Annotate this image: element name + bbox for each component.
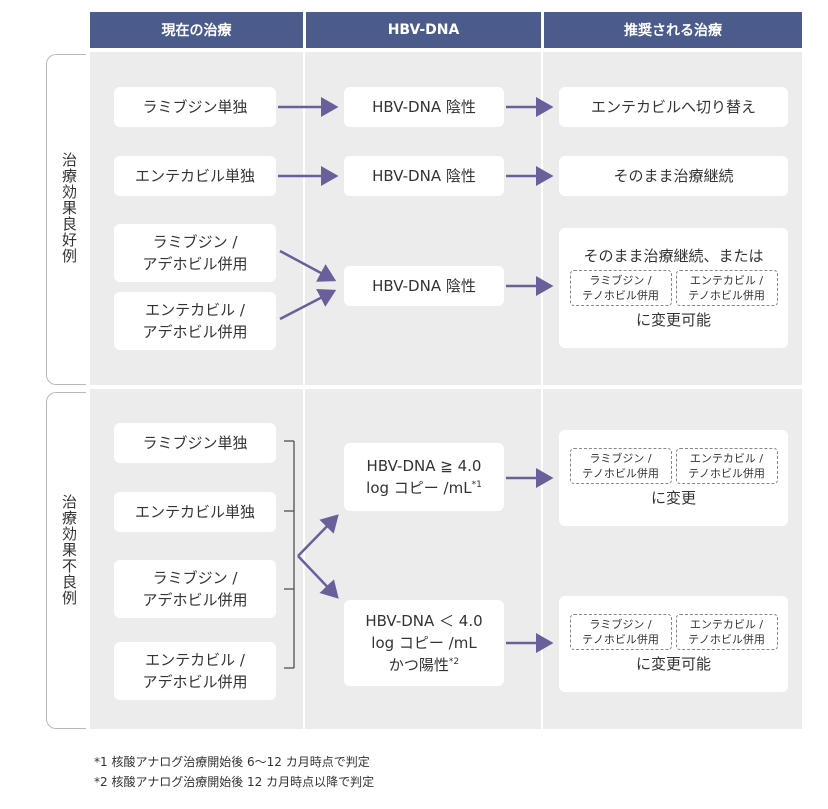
option-lamivudine-tenofovir: ラミブジン /テノホビル併用	[569, 447, 672, 484]
current-entecavir-adefovir: エンテカビル /アデホビル併用	[114, 642, 276, 700]
footnote-1: *1 核酸アナログ治療開始後 6～12 カ月時点で判定	[94, 755, 370, 769]
option-entecavir-tenofovir: エンテカビル /テノホビル併用	[675, 613, 778, 650]
current-entecavir-mono: エンテカビル単独	[114, 156, 276, 196]
option-lamivudine-tenofovir: ラミブジン /テノホビル併用	[569, 613, 672, 650]
column-divider	[541, 52, 543, 729]
rec-change-tenofovir-possible: ラミブジン /テノホビル併用 エンテカビル /テノホビル併用 に変更可能	[559, 596, 788, 692]
current-lamivudine-mono: ラミブジン単独	[114, 423, 276, 463]
footnote-2: *2 核酸アナログ治療開始後 12 カ月時点以降で判定	[94, 775, 375, 789]
good-response-bracket	[46, 54, 86, 385]
hbv-negative-box: HBV-DNA 陰性	[344, 266, 504, 306]
hbv-high-box: HBV-DNA ≧ 4.0 log コピー /mL*1	[344, 443, 504, 511]
hbv-negative-box: HBV-DNA 陰性	[344, 156, 504, 196]
poor-response-label: 治療効果不良例	[60, 494, 78, 606]
arrow	[279, 249, 337, 282]
hbv-negative-box: HBV-DNA 陰性	[344, 87, 504, 127]
rec-change-tenofovir: ラミブジン /テノホビル併用 エンテカビル /テノホビル併用 に変更	[559, 430, 788, 526]
column-divider	[303, 52, 305, 729]
rec-continue-or-change: そのまま治療継続、または ラミブジン /テノホビル併用 エンテカビル /テノホビ…	[559, 228, 788, 348]
good-response-label: 治療効果良好例	[60, 152, 78, 264]
group-bracket	[284, 440, 295, 669]
current-entecavir-adefovir: エンテカビル /アデホビル併用	[114, 292, 276, 350]
header-hbv-dna: HBV-DNA	[306, 12, 541, 48]
option-entecavir-tenofovir: エンテカビル /テノホビル併用	[675, 270, 778, 306]
current-entecavir-mono: エンテカビル単独	[114, 492, 276, 532]
header-current-treatment: 現在の治療	[90, 12, 303, 48]
poor-response-bracket	[46, 392, 86, 729]
rec-switch-entecavir: エンテカビルへ切り替え	[559, 87, 788, 127]
current-lamivudine-mono: ラミブジン単独	[114, 87, 276, 127]
option-lamivudine-tenofovir: ラミブジン /テノホビル併用	[569, 270, 672, 306]
hbv-low-box: HBV-DNA ＜ 4.0 log コピー /mL かつ陽性*2	[344, 600, 504, 686]
current-lamivudine-adefovir: ラミブジン /アデホビル併用	[114, 560, 276, 618]
arrow	[279, 289, 337, 321]
header-recommended-treatment: 推奨される治療	[544, 12, 802, 48]
current-lamivudine-adefovir: ラミブジン /アデホビル併用	[114, 224, 276, 282]
option-entecavir-tenofovir: エンテカビル /テノホビル併用	[675, 447, 778, 484]
arrow	[297, 514, 339, 557]
rec-continue-treatment: そのまま治療継続	[559, 156, 788, 196]
arrow	[297, 555, 339, 599]
